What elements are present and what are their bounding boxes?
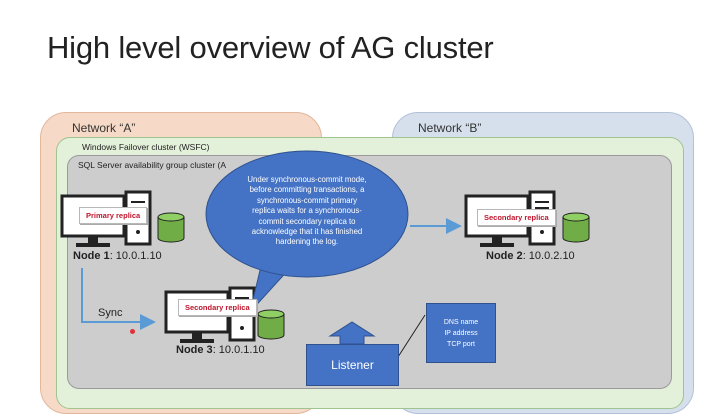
node2-replica-badge: Secondary replica [477,209,556,226]
node1-database-icon [157,212,185,243]
network-a-label: Network “A” [72,121,136,135]
slide-title: High level overview of AG cluster [47,30,494,65]
callout-bubble [205,150,409,313]
node1-replica-badge: Primary replica [79,207,148,224]
dns-connector [397,314,426,358]
node3-replica-badge: Secondary replica [178,299,257,316]
callout-text: Under synchronous-commit mode, before co… [247,175,367,247]
dns-name-label: DNS name [443,318,479,326]
wsfc-label: Windows Failover cluster (WSFC) [82,142,210,152]
cursor-dot [130,329,135,334]
node2-database-icon [562,212,590,243]
listener-label: Listener [331,358,374,372]
sync-label: Sync [98,307,123,319]
listener-box: Listener [306,344,399,386]
node3-database-icon [257,309,285,340]
ip-address-label: IP address [444,329,478,337]
listener-arrow-icon [328,321,376,345]
dns-info-box: DNS name IP address TCP port [426,303,496,363]
node2-label: Node 2: 10.0.2.10 [486,250,575,262]
node1-label: Node 1: 10.0.1.10 [73,250,162,262]
node3-label: Node 3: 10.0.1.10 [176,344,265,356]
network-b-label: Network “B” [418,121,482,135]
sync-arrow-node3 [81,268,156,330]
diagram-graphics [60,150,590,358]
ag-cluster-label: SQL Server availability group cluster (A [78,160,227,170]
tcp-port-label: TCP port [447,340,475,348]
